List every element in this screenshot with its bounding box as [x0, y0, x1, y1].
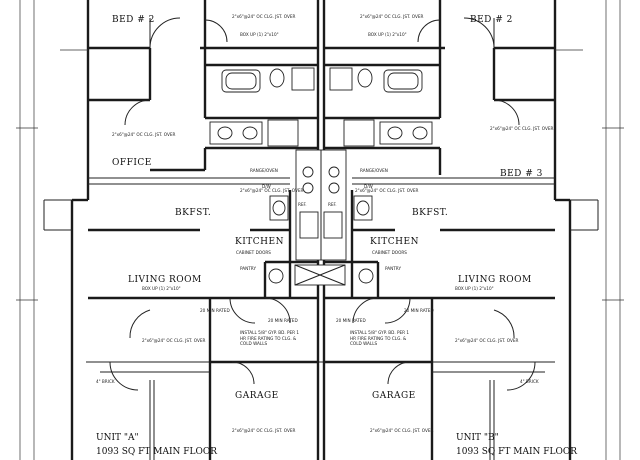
note-range-b: RANGE/OVEN: [360, 168, 388, 173]
note-pantry-a: PANTRY: [240, 266, 256, 271]
note-brick-a: 4" BRICK: [96, 379, 115, 384]
note-ceiling-bed3: 2"x6"@24" OC CLG. JST. OVER: [490, 126, 553, 131]
room-label-office: OFFICE: [112, 158, 152, 168]
note-cabinet-b: CABINET DOORS: [372, 250, 407, 255]
note-dw-a: D/W: [262, 184, 271, 189]
note-boxup-living-a: BOX UP (1) 2"x10": [142, 286, 181, 291]
door-swings: [109, 17, 536, 391]
note-boxup-bath-a: BOX UP (1) 2"x10": [240, 32, 279, 37]
interior-walls-unit-b: [324, 0, 555, 460]
note-ceiling-living-a: 2"x6"@24" OC CLG. JST. OVER: [142, 338, 205, 343]
room-label-bed3-b: BED # 3: [500, 169, 543, 179]
note-ref-a: REF.: [298, 202, 307, 207]
room-label-bkfst-a: BKFST.: [175, 208, 211, 218]
unit-labels: UNIT "A" 1093 SQ FT MAIN FLOOR UNIT "B" …: [96, 433, 577, 457]
note-boxup-living-b: BOX UP (1) 2"x10": [455, 286, 494, 291]
unit-a-name: UNIT "A": [96, 433, 139, 443]
note-pantry-b: PANTRY: [385, 266, 401, 271]
note-ref-b: REF.: [328, 202, 337, 207]
note-ceiling-office: 2"x6"@24" OC CLG. JST. OVER: [112, 132, 175, 137]
room-label-bed2-a: BED # 2: [112, 15, 155, 25]
room-label-bkfst-b: BKFST.: [412, 208, 448, 218]
room-labels: BED # 2 BED # 2 BED # 3 OFFICE BKFST. BK…: [112, 15, 543, 401]
note-fire-rating-b: INSTALL 5/8" GYP. BD. PER 1 HR FIRE RATI…: [350, 330, 410, 346]
note-ceiling-garage-b: 2"x6"@24" OC CLG. JST. OVER: [370, 428, 433, 433]
note-range-a: RANGE/OVEN: [250, 168, 278, 173]
room-label-garage-b: GARAGE: [372, 391, 416, 401]
note-rated-b: 20 MIN RATED: [404, 308, 434, 313]
construction-notes: 2"x6"@24" OC CLG. JST. OVER 2"x6"@24" OC…: [96, 14, 553, 433]
note-boxup-bath-b: BOX UP (1) 2"x10": [368, 32, 407, 37]
room-label-garage-a: GARAGE: [235, 391, 279, 401]
note-ceiling-bath-b: 2"x6"@24" OC CLG. JST. OVER: [360, 14, 423, 19]
unit-b-name: UNIT "B": [456, 433, 499, 443]
fire-rating-notes: INSTALL 5/8" GYP. BD. PER 1 HR FIRE RATI…: [240, 330, 410, 346]
note-rated-b2: 20 MIN RATED: [336, 318, 366, 323]
note-rated-a: 20 MIN RATED: [200, 308, 230, 313]
bath-fixtures: [209, 67, 433, 147]
room-label-bed2-b: BED # 2: [470, 15, 513, 25]
exterior-walls: [43, 0, 599, 460]
brick-ledges: [100, 371, 545, 460]
note-dw-b: D/W: [364, 184, 373, 189]
note-ceiling-garage-a: 2"x6"@24" OC CLG. JST. OVER: [232, 428, 295, 433]
room-label-kitchen-b: KITCHEN: [370, 237, 419, 247]
dimension-lines: [16, 0, 624, 460]
unit-b-area: 1093 SQ FT MAIN FLOOR: [456, 447, 577, 457]
room-label-living-b: LIVING ROOM: [458, 275, 532, 285]
note-ceiling-kitchen-b: 2"x6"@24" OC CLG. JST. OVER: [355, 188, 418, 193]
interior-walls-unit-a: [88, 0, 318, 460]
note-rated-a2: 20 MIN RATED: [268, 318, 298, 323]
unit-a-area: 1093 SQ FT MAIN FLOOR: [96, 447, 217, 457]
room-label-living-a: LIVING ROOM: [128, 275, 202, 285]
room-label-kitchen-a: KITCHEN: [235, 237, 284, 247]
note-cabinet-a: CABINET DOORS: [236, 250, 271, 255]
note-ceiling-kitchen-a: 2"x6"@24" OC CLG. JST. OVER: [240, 188, 303, 193]
note-ceiling-bath-a: 2"x6"@24" OC CLG. JST. OVER: [232, 14, 295, 19]
note-ceiling-living-b: 2"x6"@24" OC CLG. JST. OVER: [455, 338, 518, 343]
note-fire-rating-a: INSTALL 5/8" GYP. BD. PER 1 HR FIRE RATI…: [240, 330, 300, 346]
kitchen-fixtures: [268, 149, 374, 286]
note-brick-b: 4" BRICK: [520, 379, 539, 384]
